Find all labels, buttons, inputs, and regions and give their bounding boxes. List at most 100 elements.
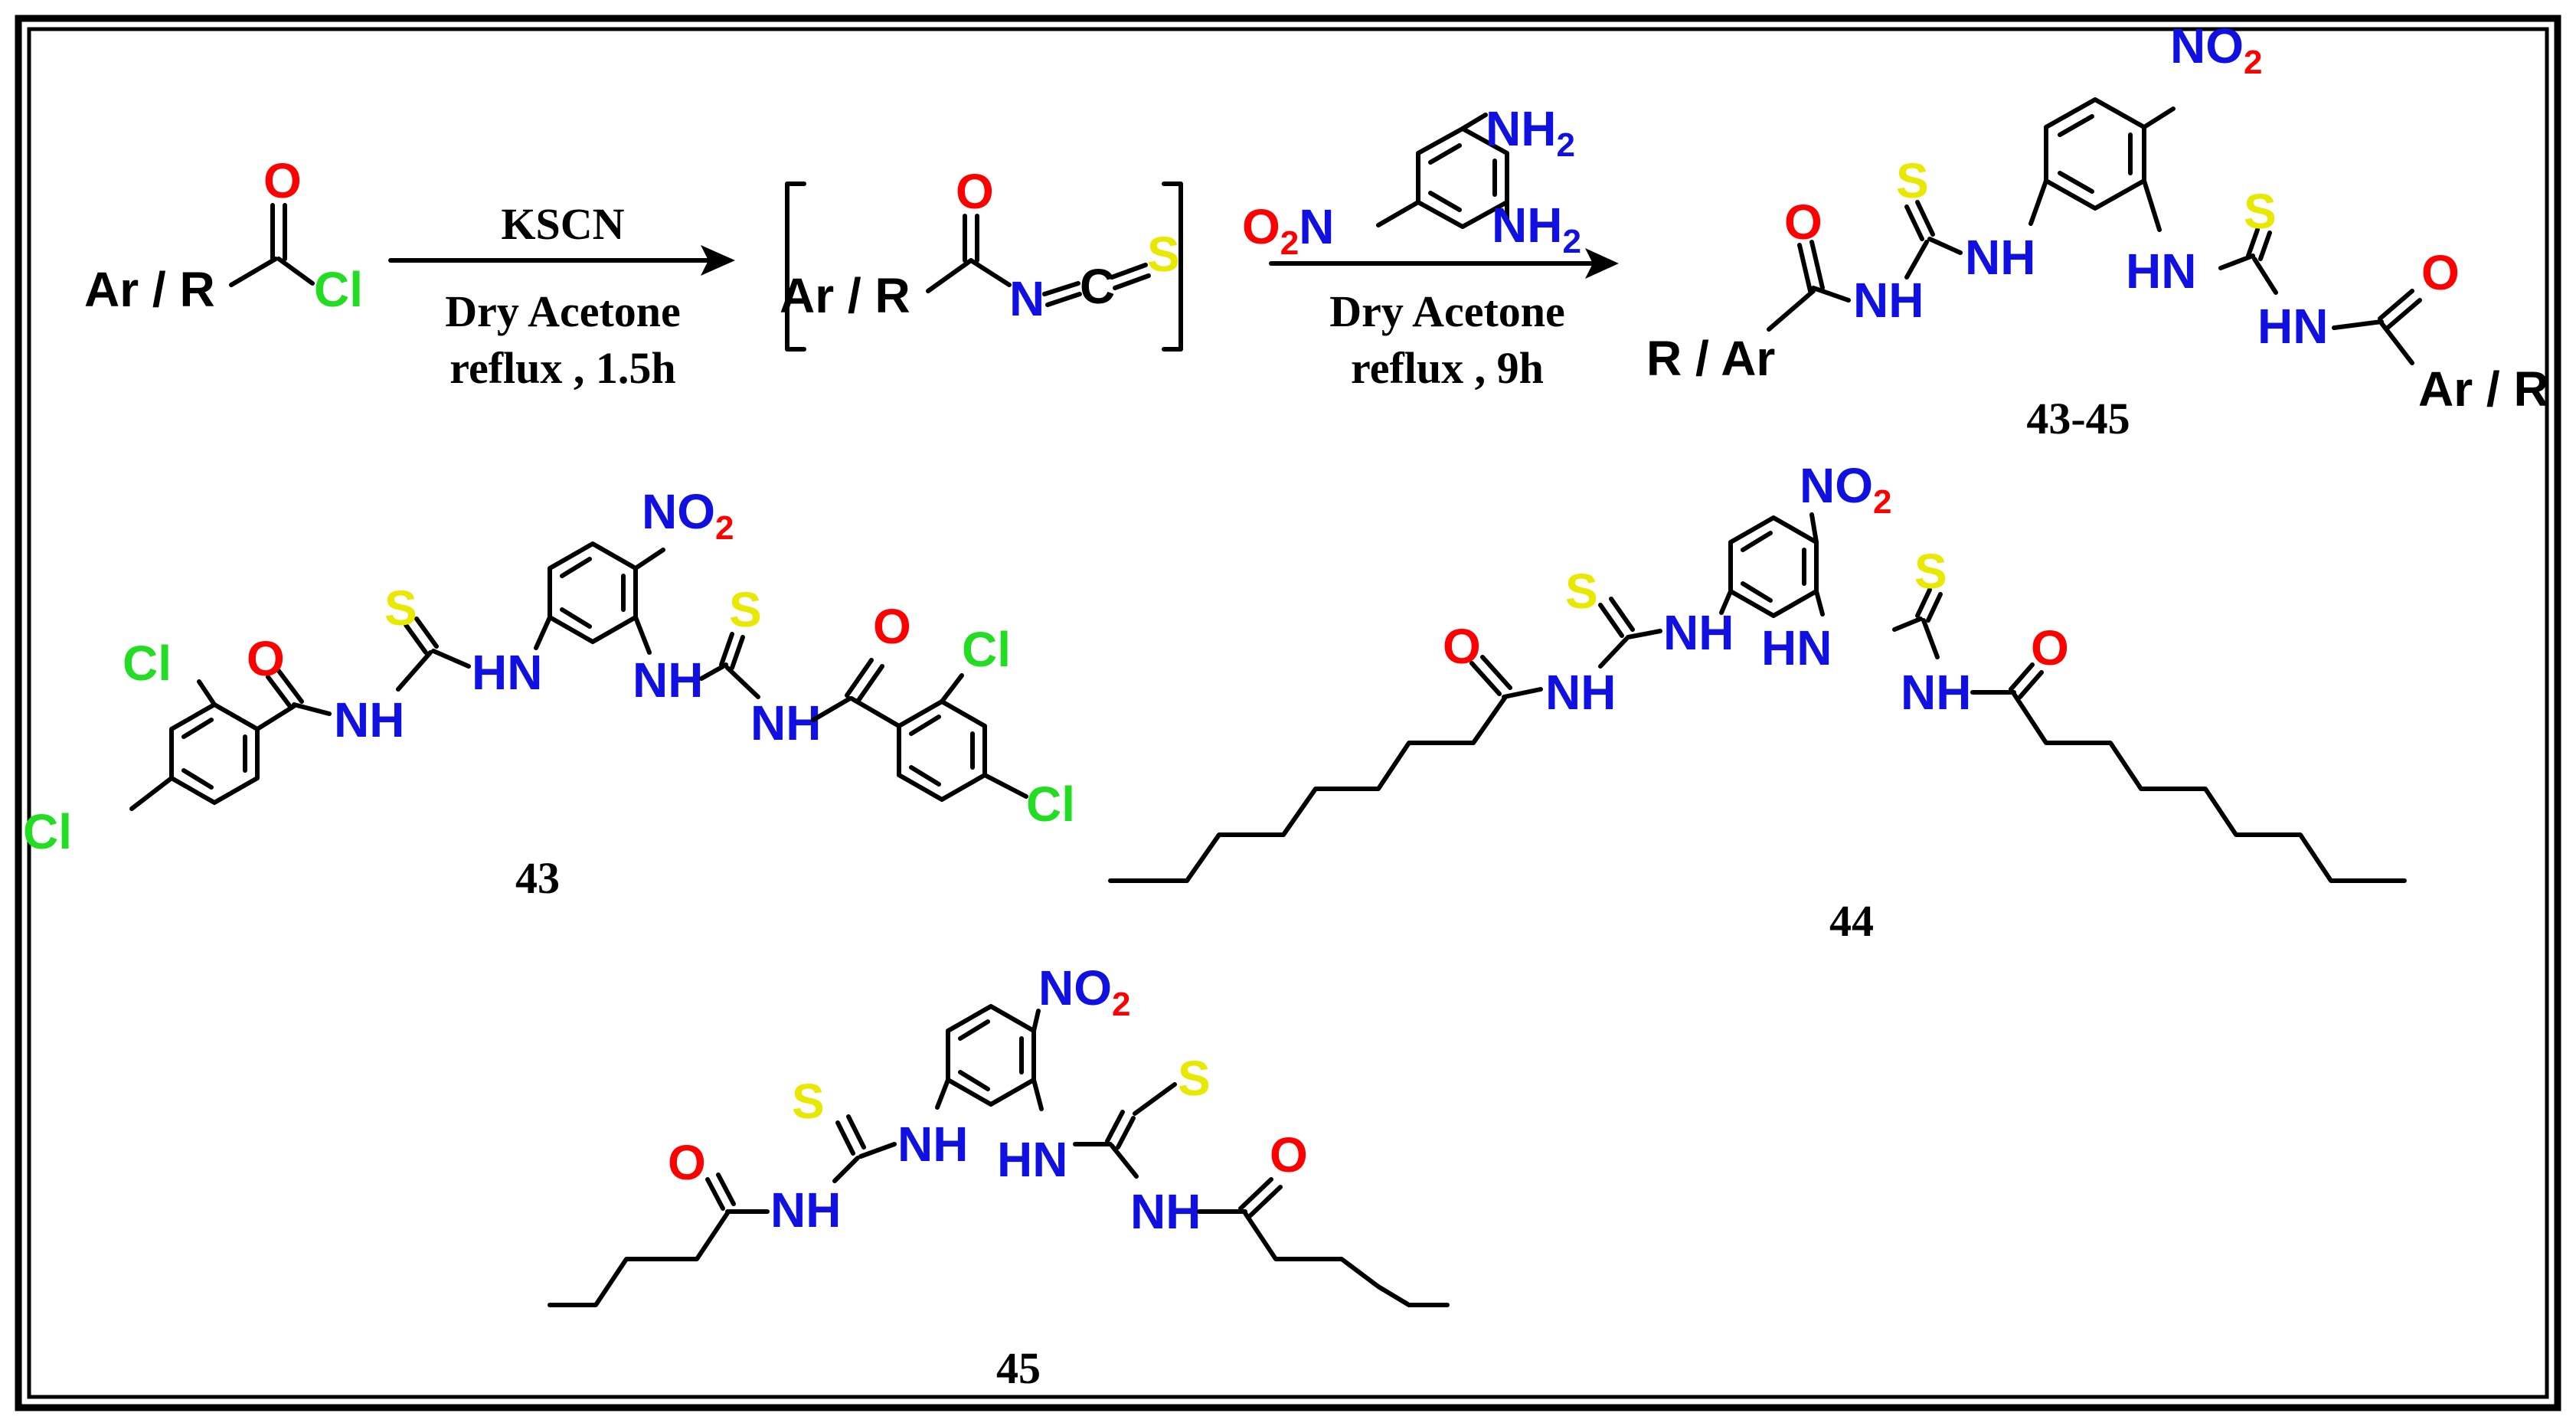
nh-amide-left: NH (1853, 273, 1924, 328)
sulfur-right: S (1178, 1051, 1211, 1106)
sulfur-left: S (384, 581, 417, 636)
bond (1921, 618, 1940, 659)
nh-amide-left: NH (770, 1182, 841, 1238)
bond (1031, 1078, 1044, 1111)
bond (1767, 289, 1816, 332)
bond (1502, 687, 1543, 699)
bond (2018, 670, 2044, 699)
acyl-chloride: Ar / R O Cl (84, 153, 363, 317)
bond (1105, 1110, 1125, 1143)
solvent-2: Dry Acetone (1329, 286, 1565, 336)
oxygen-atom: O (956, 164, 994, 219)
nh-amide-left: NH (334, 692, 404, 747)
hn-right: HN (1761, 620, 1832, 675)
propyl-chain-right (1243, 1211, 1450, 1307)
ar-r-label: Ar / R (84, 262, 215, 317)
bond (2378, 289, 2414, 321)
nh-left: NH (897, 1117, 968, 1172)
chlorine-ortho-right: Cl (962, 622, 1011, 677)
nh-amide-right: NH (1130, 1184, 1201, 1239)
general-product: NO2 NH HN S NH O R / Ar S HN O Ar / R 43… (1646, 18, 2549, 443)
heptyl-chain-left (1108, 695, 1508, 883)
bond (1428, 143, 1462, 165)
compound-43: NO2 HN NH S NH O Cl Cl S NH O (23, 484, 1075, 903)
bond (276, 669, 304, 704)
benzene-ring (1416, 126, 1509, 229)
bond (1133, 1082, 1177, 1116)
bond (197, 679, 217, 707)
nitro-group: NO2 (2170, 18, 2262, 81)
bond (1809, 512, 1819, 545)
bond (2385, 298, 2422, 330)
bond (1598, 603, 1624, 638)
bond (719, 632, 734, 667)
oxygen-right: O (2031, 620, 2069, 675)
nh-right: NH (633, 652, 703, 708)
chlorine-para-right: Cl (1026, 777, 1075, 832)
bond (1915, 587, 1932, 618)
bond (129, 776, 174, 811)
bond (1110, 263, 1148, 280)
bond (1031, 1009, 1041, 1033)
bond (1247, 1185, 1283, 1218)
bond (699, 662, 728, 681)
bond (255, 704, 296, 731)
arrow-head (701, 245, 735, 276)
bond (940, 673, 964, 704)
propyl-chain-left (548, 1211, 730, 1307)
sulfur-left: S (792, 1074, 825, 1129)
outer-frame (15, 15, 2561, 1411)
bond (181, 718, 214, 739)
bond (855, 664, 884, 704)
left-bracket (785, 182, 806, 352)
sulfur-atom: S (1147, 227, 1180, 282)
bond (1042, 281, 1080, 296)
nh-left: NH (1663, 605, 1734, 660)
reagent-kscn: KSCN (501, 199, 624, 249)
compound-label-43: 43 (515, 853, 560, 903)
bond (1811, 286, 1851, 303)
reaction-arrow-2: Dry Acetone reflux , 9h (1269, 248, 1619, 393)
bond (1927, 237, 1963, 255)
bond (560, 557, 592, 578)
oxygen-left: O (247, 631, 285, 686)
bond (2379, 321, 2414, 365)
bond (431, 649, 471, 669)
bond (909, 765, 941, 787)
bond (2009, 662, 2035, 692)
bond (1045, 292, 1082, 307)
bond (849, 696, 901, 728)
bond (1926, 592, 1943, 623)
oxygen-right: O (873, 599, 911, 654)
nitro-group: NO2 (1800, 458, 1891, 521)
bond (2258, 231, 2272, 261)
bond (846, 1114, 866, 1150)
oxygen-left: O (1784, 195, 1822, 250)
oxygen-left: O (668, 1135, 706, 1190)
oxygen-right: O (2421, 245, 2460, 300)
nitro-group: O2N (1242, 199, 1334, 262)
bond (2058, 114, 2094, 137)
bond (1741, 581, 1773, 603)
ar-r-label: Ar / R (780, 268, 910, 323)
bond (730, 635, 745, 670)
sulfur-right: S (1914, 544, 1947, 599)
compound-45: NO2 NH HN S NH O S NH O 45 (548, 960, 1450, 1393)
bond (1741, 531, 1773, 552)
bond (1238, 1177, 1273, 1211)
bond (909, 715, 941, 736)
bond (958, 1019, 990, 1041)
bond (935, 1078, 950, 1110)
bond (1809, 240, 1825, 290)
carbon-atom: C (1080, 259, 1115, 314)
bond (958, 1070, 990, 1091)
sulfur-left: S (1565, 564, 1598, 619)
bond (1904, 240, 1929, 280)
bond (1428, 191, 1462, 212)
isothiocyanate-intermediate: Ar / R O N C S (780, 164, 1183, 352)
heptyl-chain-right (2012, 692, 2407, 883)
bond (404, 623, 428, 655)
hn-right: HN (997, 1132, 1067, 1187)
bond (633, 548, 665, 571)
sulfur-right: S (729, 582, 762, 637)
